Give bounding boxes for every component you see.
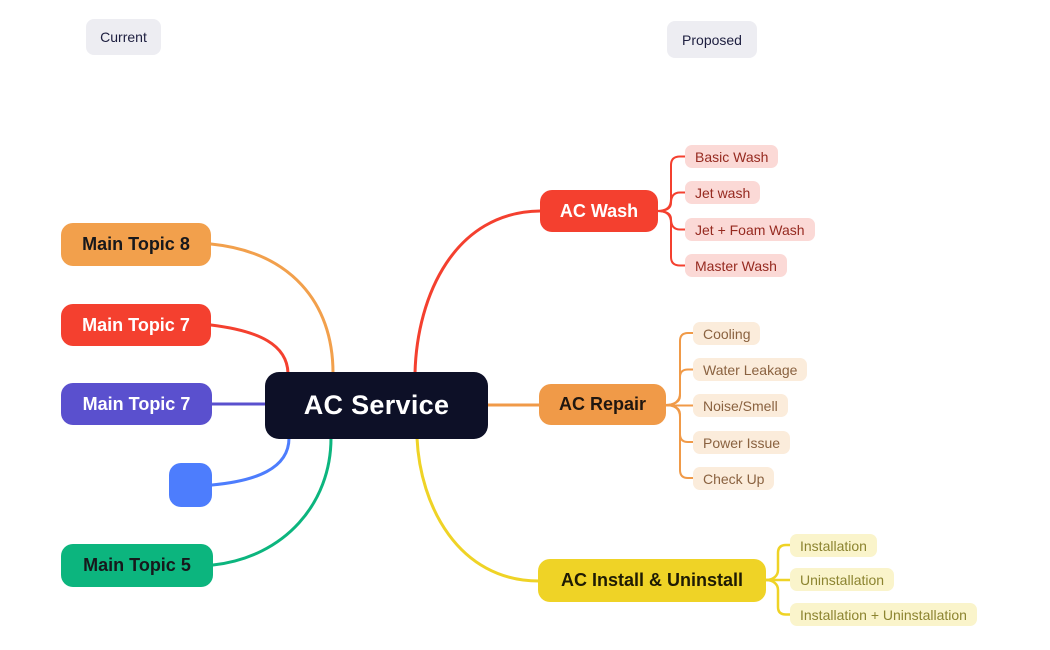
connector-main-topic-7-red <box>209 323 290 375</box>
node-main-topic-7-purple[interactable]: Main Topic 7 <box>61 383 212 425</box>
node-ac-repair[interactable]: AC Repair <box>539 384 666 425</box>
current-tag[interactable]: Current <box>86 19 161 55</box>
connector-ac-wash <box>413 209 542 375</box>
proposed-tag[interactable]: Proposed <box>667 21 757 58</box>
node-ac-wash[interactable]: AC Wash <box>540 190 658 232</box>
chip-installation[interactable]: Installation <box>790 534 877 557</box>
connector-ac-repair-child-4 <box>664 404 695 479</box>
connector-ac-repair-child-1 <box>664 368 695 406</box>
connector-ac-wash-child-1 <box>656 191 687 212</box>
connector-ac-repair-child-0 <box>664 332 695 406</box>
chip-installation-uninstallation[interactable]: Installation + Uninstallation <box>790 603 977 626</box>
chip-noise-smell[interactable]: Noise/Smell <box>693 394 788 417</box>
chip-uninstallation[interactable]: Uninstallation <box>790 568 895 591</box>
node-empty-blue[interactable] <box>169 463 212 507</box>
chip-check-up[interactable]: Check Up <box>693 467 775 490</box>
connector-ac-wash-child-2 <box>656 210 687 231</box>
chip-cooling[interactable]: Cooling <box>693 322 761 345</box>
chip-jet-wash[interactable]: Jet wash <box>685 181 761 204</box>
connector-ac-repair-child-3 <box>664 404 695 443</box>
chip-jet-foam-wash[interactable]: Jet + Foam Wash <box>685 218 815 241</box>
connector-main-topic-5 <box>211 436 333 567</box>
connector-main-topic-8 <box>209 242 335 375</box>
chip-power-issue[interactable]: Power Issue <box>693 431 791 454</box>
connector-ac-wash-child-0 <box>656 155 687 212</box>
node-main-topic-8[interactable]: Main Topic 8 <box>61 223 211 266</box>
root-node-ac-service[interactable]: AC Service <box>265 372 488 439</box>
chip-master-wash[interactable]: Master Wash <box>685 254 787 277</box>
chip-water-leakage[interactable]: Water Leakage <box>693 358 808 381</box>
connector-ac-wash-child-3 <box>656 210 687 267</box>
node-main-topic-7-red[interactable]: Main Topic 7 <box>61 304 211 346</box>
node-ac-install-uninstall[interactable]: AC Install & Uninstall <box>538 559 766 602</box>
node-main-topic-5[interactable]: Main Topic 5 <box>61 544 213 587</box>
chip-basic-wash[interactable]: Basic Wash <box>685 145 779 168</box>
connector-empty-node <box>210 436 291 487</box>
connector-ac-install-child-2 <box>764 578 793 616</box>
connector-ac-install-child-0 <box>764 543 793 582</box>
connector-ac-install <box>415 436 541 583</box>
